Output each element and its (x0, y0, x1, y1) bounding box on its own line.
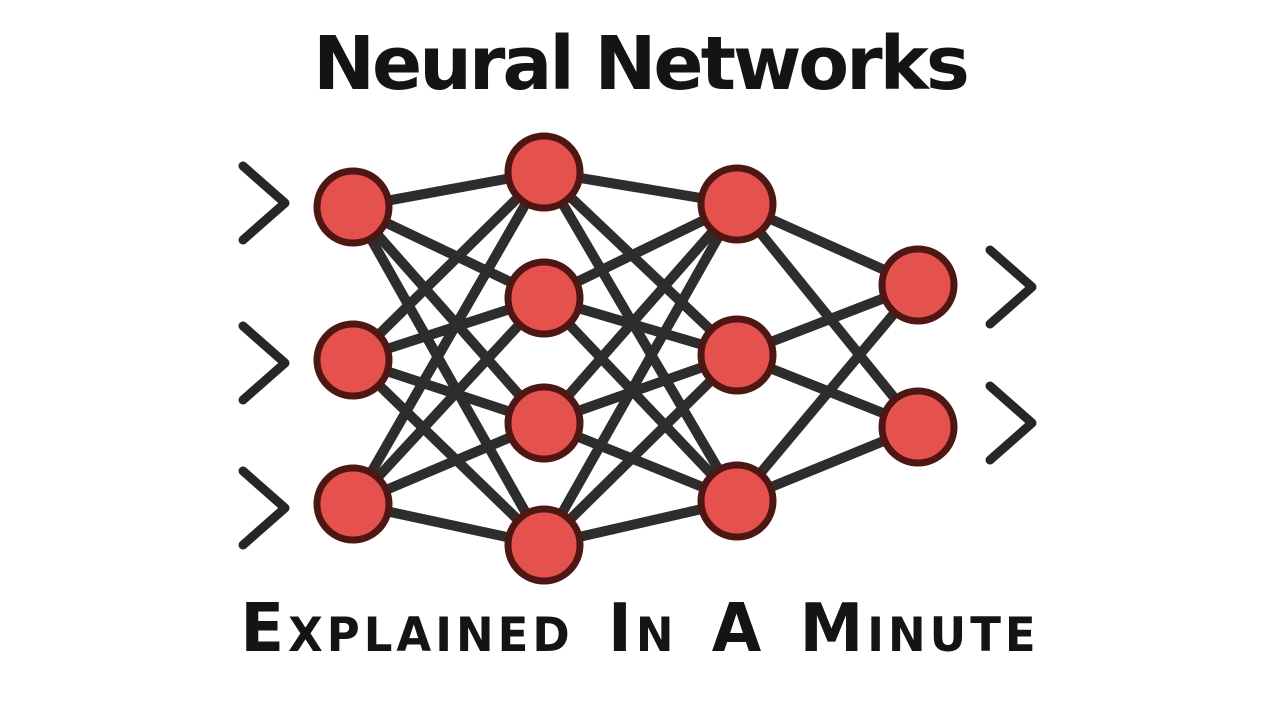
network-edge (348, 167, 549, 509)
input-arrow-icon (238, 321, 290, 405)
network-edge (348, 293, 549, 509)
input-arrow-icon (238, 466, 290, 550)
input-layer-node (313, 320, 393, 400)
page-title: Neural Networks (313, 21, 970, 107)
output-layer-node (878, 387, 958, 467)
hidden-layer-1-node (504, 383, 584, 463)
network-edge (732, 280, 923, 506)
output-arrow-icon (985, 381, 1037, 465)
output-layer-node (878, 245, 958, 325)
hidden-layer-2-node (697, 461, 777, 541)
network-edge (539, 350, 742, 550)
page-subtitle: Explained In A Minute (240, 590, 1040, 668)
hidden-layer-2-node (697, 164, 777, 244)
network-edge (348, 355, 549, 550)
input-layer-node (313, 167, 393, 247)
hidden-layer-1-node (504, 132, 584, 212)
network-edge (348, 167, 549, 365)
hidden-layer-2-node (697, 315, 777, 395)
network-edge (539, 199, 742, 550)
input-arrow-icon (238, 161, 290, 245)
output-arrow-icon (985, 245, 1037, 329)
network-edge (539, 293, 742, 506)
hidden-layer-1-node (504, 258, 584, 338)
network-edge (539, 167, 742, 506)
hidden-layer-1-node (504, 505, 584, 585)
input-layer-node (313, 464, 393, 544)
network-edge (539, 167, 742, 360)
network-edge (539, 199, 742, 428)
network-edge (348, 202, 549, 550)
network-edge (348, 202, 549, 428)
